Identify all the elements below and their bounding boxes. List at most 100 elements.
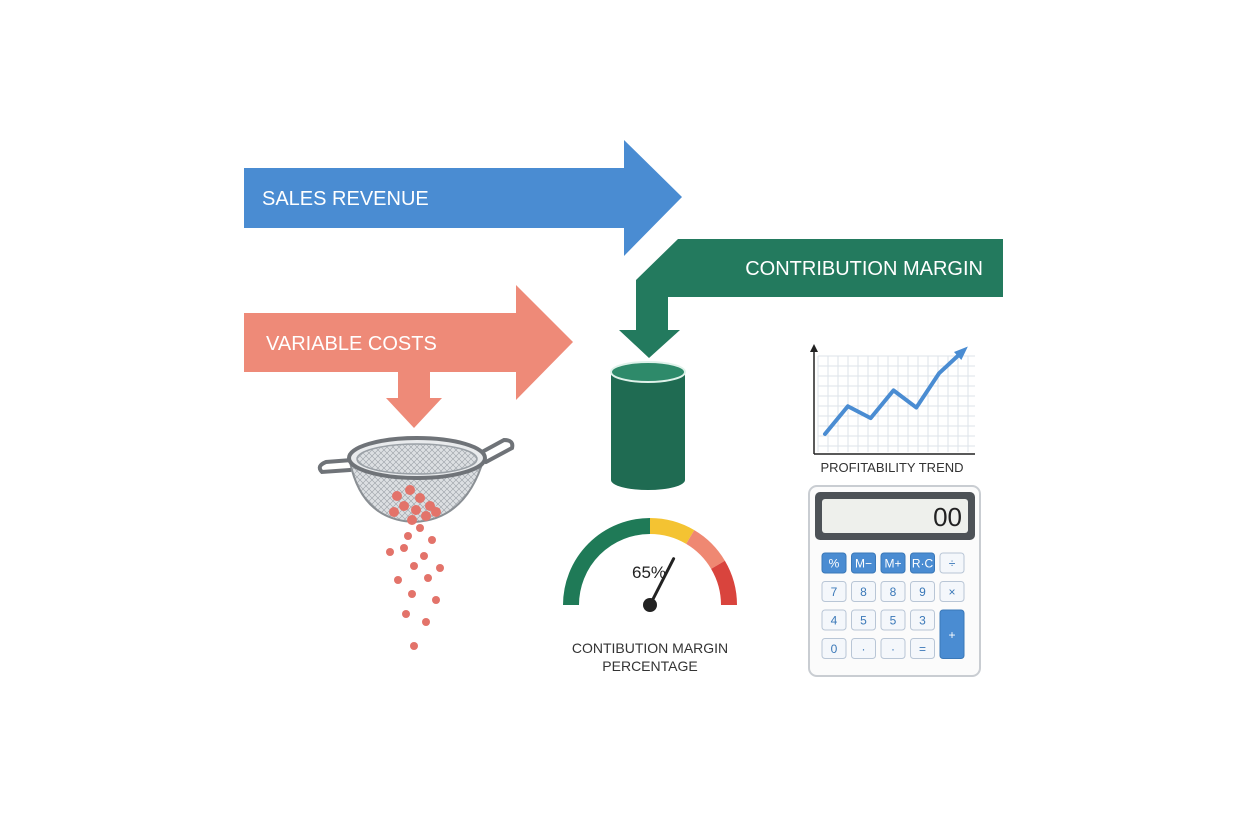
calculator-key-face (880, 552, 906, 574)
calculator-key[interactable]: 4 (821, 609, 847, 631)
calculator-key-face (910, 638, 935, 659)
calculator-key[interactable]: % (821, 552, 847, 574)
gauge-value: 65% (632, 563, 666, 582)
calculator-key[interactable]: M− (851, 552, 876, 574)
calculator-key-label: 5 (890, 614, 897, 628)
variable-costs-label: VARIABLE COSTS (266, 333, 437, 355)
calculator-key-face (851, 638, 876, 659)
cylinder-top (610, 361, 686, 383)
strainer-left-handle (317, 458, 354, 475)
calculator-key-face (880, 638, 906, 659)
trend-line (823, 350, 964, 436)
droplet (404, 532, 412, 540)
calculator-key[interactable]: × (939, 581, 965, 602)
calculator-key[interactable]: 5 (880, 609, 906, 631)
calculator-key-face (821, 581, 847, 602)
calculator-key-face (910, 609, 935, 631)
calculator-key-face (821, 609, 847, 631)
droplet (436, 564, 444, 572)
calculator-key[interactable]: ÷ (939, 552, 965, 574)
sales-revenue-label: SALES REVENUE (262, 188, 429, 210)
calculator-key-face (910, 552, 935, 574)
strainer-right-handle (480, 437, 515, 464)
droplet (392, 491, 402, 501)
droplet (405, 485, 415, 495)
calculator-key[interactable]: 5 (851, 609, 876, 631)
calculator-key-label: · (891, 642, 895, 656)
sales-revenue-arrow-shape (244, 140, 682, 256)
calculator-key[interactable]: = (910, 638, 935, 659)
variable-costs-arrow: VARIABLE COSTS (244, 285, 573, 428)
calculator-key[interactable]: M+ (880, 552, 906, 574)
gauge-arcs (563, 518, 737, 606)
trend-arrowhead (954, 346, 968, 360)
calculator-key[interactable]: 3 (910, 609, 935, 631)
calculator-key[interactable]: 8 (851, 581, 876, 602)
gauge-caption-line2: PERCENTAGE (602, 658, 697, 674)
calculator-key[interactable]: R·C (910, 552, 935, 574)
calculator-key-label: + (948, 628, 955, 642)
droplet (416, 524, 424, 532)
droplet (402, 610, 410, 618)
gauge-segment (563, 518, 651, 606)
strainer-inner-rim (356, 443, 478, 475)
calculator-key-label: 5 (860, 614, 867, 628)
calculator-key-face (851, 609, 876, 631)
droplet (389, 507, 399, 517)
calculator-key-label: M− (855, 557, 872, 571)
calculator-key-face (821, 552, 847, 574)
droplet (394, 576, 402, 584)
gauge-segment (685, 530, 725, 570)
strainer-icon (317, 436, 515, 524)
calculator-key[interactable]: 8 (880, 581, 906, 602)
trend-grid (817, 355, 975, 452)
droplet (386, 548, 394, 556)
calculator-display-value: 00 (933, 502, 962, 532)
calculator-key[interactable]: · (851, 638, 876, 659)
profitability-trend-chart: PROFITABILITY TREND (810, 344, 975, 475)
margin-gauge: 65% CONTIBUTION MARGIN PERCENTAGE (563, 518, 737, 674)
calculator-key-label: 4 (831, 614, 838, 628)
calculator-key[interactable]: 9 (910, 581, 935, 602)
calculator-key-face (880, 609, 906, 631)
cost-droplets (386, 485, 444, 650)
calculator-key[interactable]: 0 (821, 638, 847, 659)
calculator-display (822, 499, 968, 533)
droplet (428, 536, 436, 544)
calculator-key-label: × (948, 585, 955, 599)
droplet (420, 552, 428, 560)
droplet (422, 618, 430, 626)
gauge-caption-line1: CONTIBUTION MARGIN (572, 640, 728, 656)
calculator-key-label: 8 (890, 585, 897, 599)
droplet (408, 590, 416, 598)
contribution-margin-arrow-shape (619, 239, 1003, 358)
trend-caption: PROFITABILITY TREND (820, 460, 963, 475)
calculator-key-face (880, 581, 906, 602)
calculator-key-face (821, 638, 847, 659)
sales-revenue-arrow: SALES REVENUE (244, 140, 682, 256)
calculator-key-label: = (919, 642, 926, 656)
calculator-key[interactable]: · (880, 638, 906, 659)
variable-costs-arrow-shape (244, 285, 573, 428)
droplet (399, 501, 409, 511)
calculator-key-face (939, 552, 965, 574)
calculator-key-label: ÷ (949, 557, 956, 571)
droplet (407, 515, 417, 525)
calculator-key[interactable]: + (939, 609, 965, 659)
calculator-key-label: 8 (860, 585, 867, 599)
calculator-key[interactable]: 7 (821, 581, 847, 602)
droplet (410, 642, 418, 650)
droplet (424, 574, 432, 582)
trend-y-axis-arrow (810, 344, 818, 352)
calculator-key-face (939, 609, 965, 659)
droplet (431, 507, 441, 517)
calculator-key-face (910, 581, 935, 602)
calculator-key-label: 7 (831, 585, 838, 599)
calculator-key-label: M+ (884, 557, 901, 571)
gauge-hub (643, 598, 657, 612)
droplet (421, 511, 431, 521)
droplet (400, 544, 408, 552)
calculator-key-label: % (829, 557, 840, 571)
